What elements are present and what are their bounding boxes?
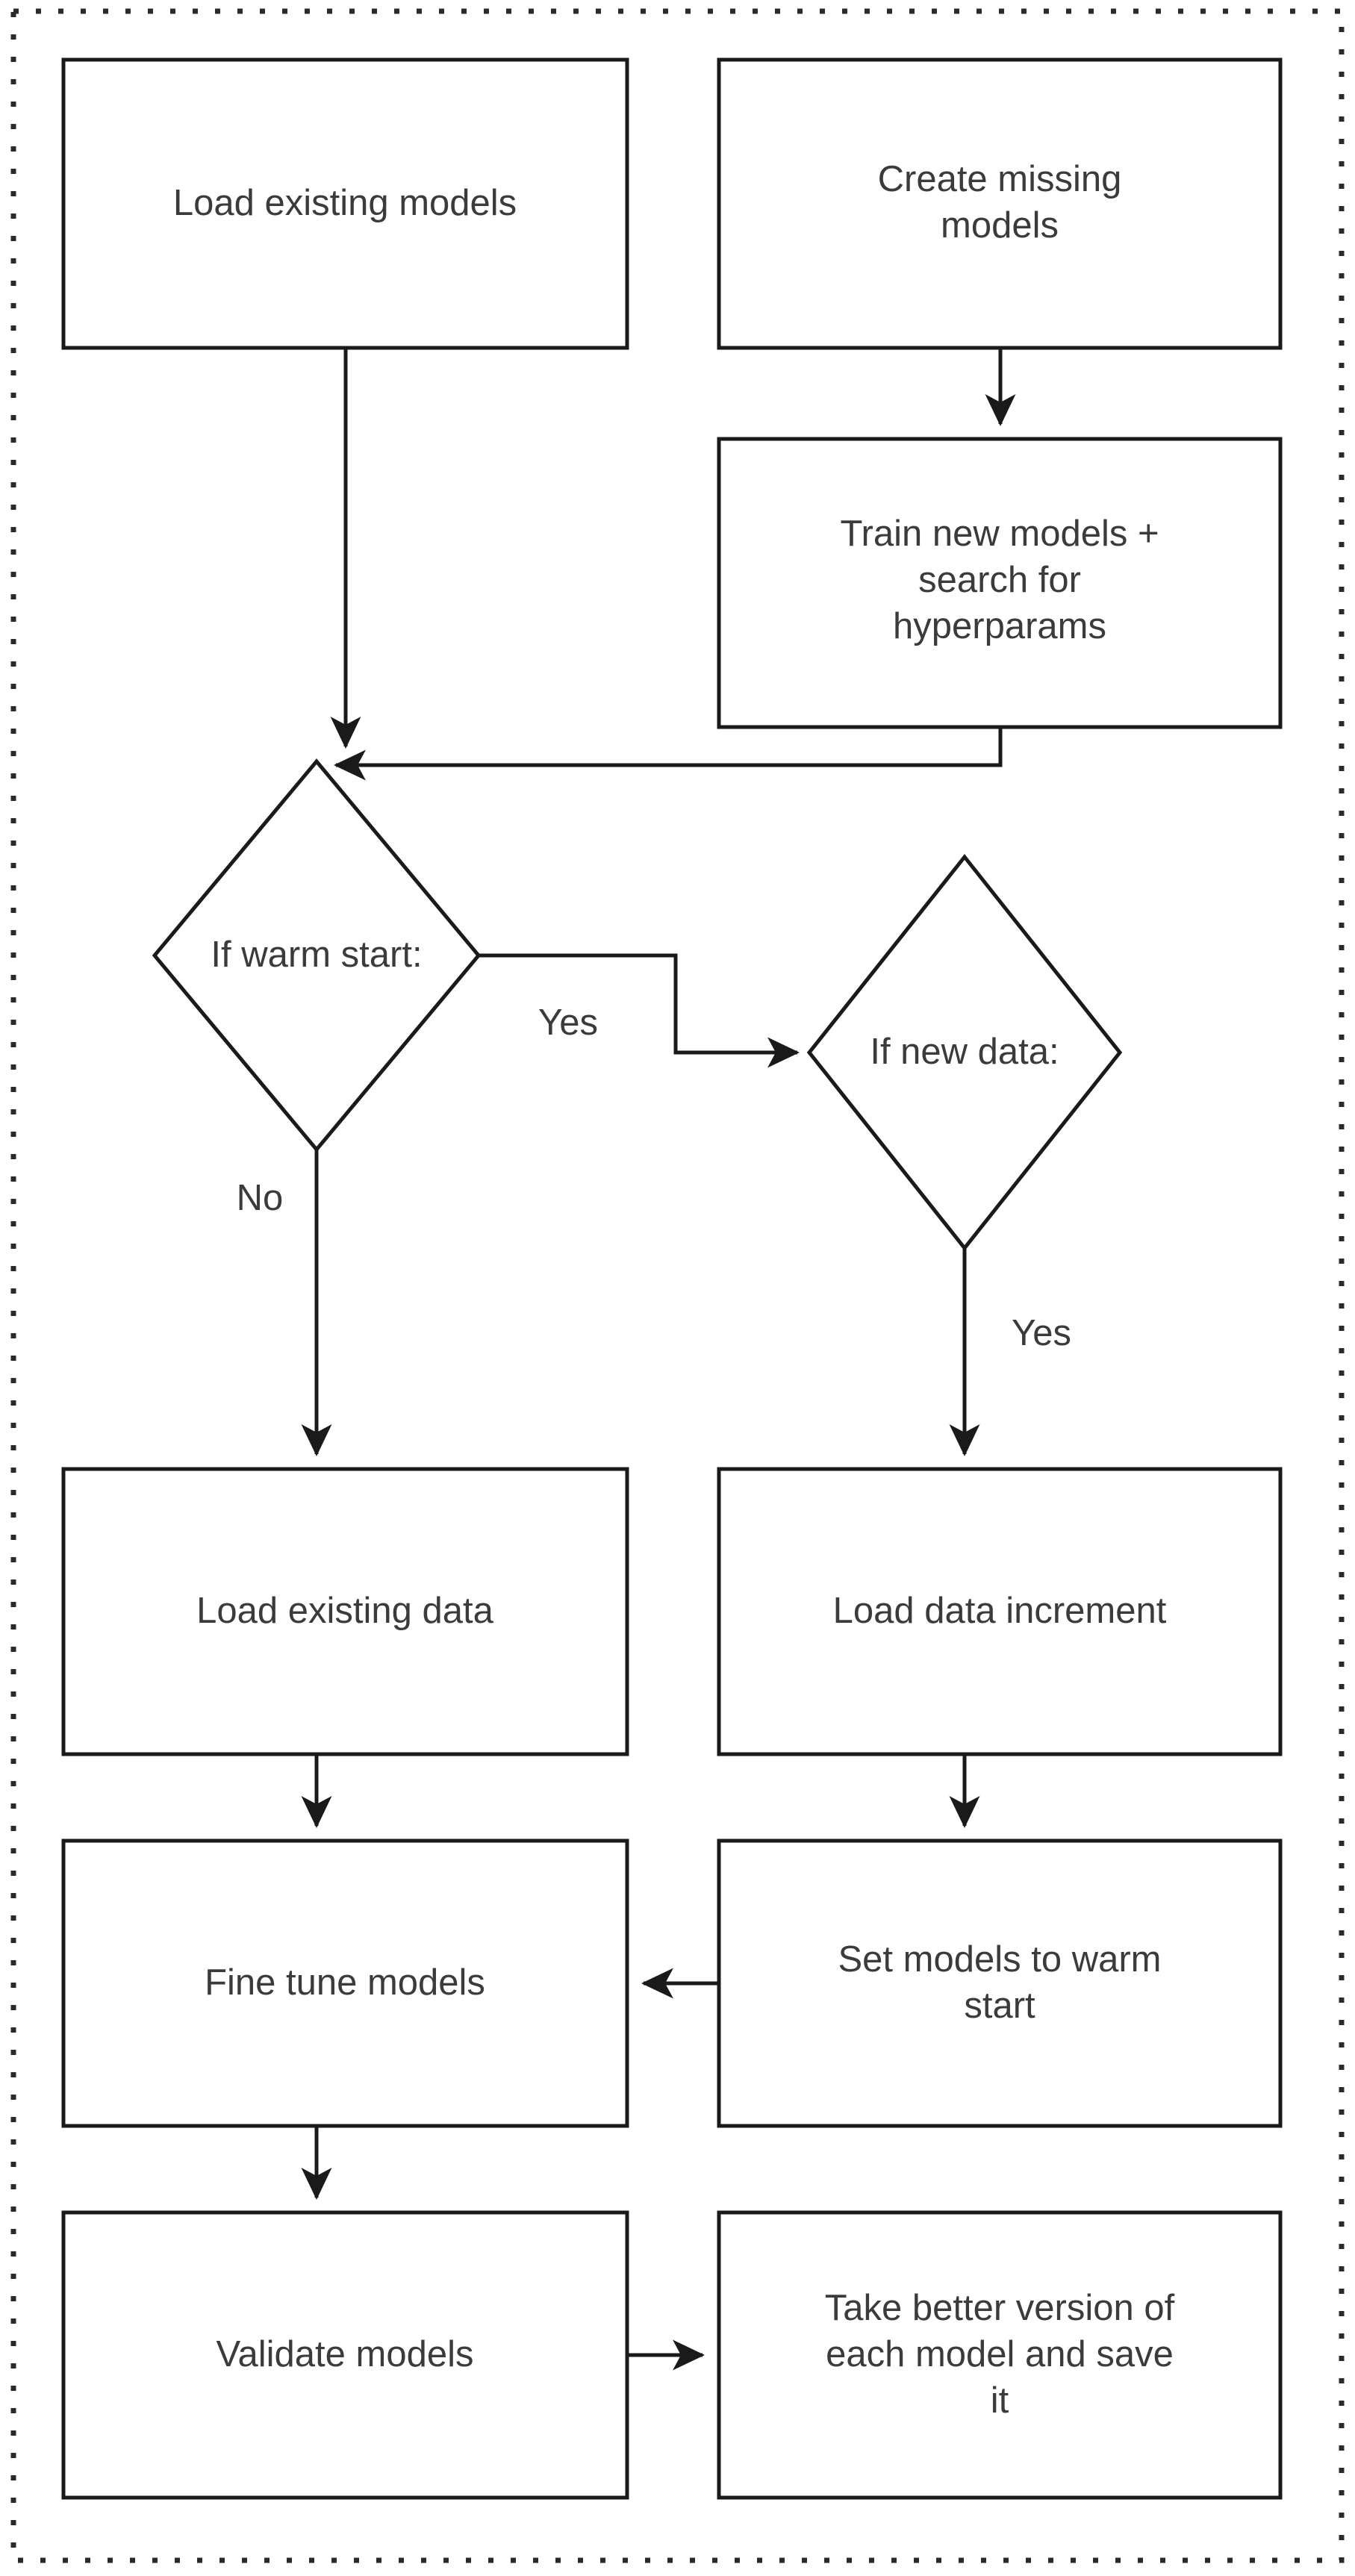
node-if-warm-start[interactable]: If warm start: (152, 758, 482, 1153)
node-label-train-new-models-line3: hyperparams (893, 606, 1106, 646)
node-create-missing-models[interactable]: Create missing models (717, 57, 1283, 350)
node-label-train-new-models-line1: Train new models + (840, 514, 1159, 554)
node-label-set-models-warm-start-line1: Set models to warm (838, 1939, 1162, 1980)
node-load-data-increment[interactable]: Load data increment (717, 1467, 1283, 1756)
node-label-take-better-version-line3: it (991, 2380, 1009, 2421)
node-load-existing-data[interactable]: Load existing data (61, 1467, 629, 1756)
node-label-set-models-warm-start-line2: start (964, 1986, 1035, 2026)
node-validate-models[interactable]: Validate models (61, 2210, 629, 2500)
node-train-new-models[interactable]: Train new models + search for hyperparam… (717, 437, 1283, 729)
edge-warm-start-yes-to-new-data (479, 953, 800, 1068)
node-label-train-new-models-line2: search for (918, 560, 1081, 600)
edge-label-warm-start-no: No (237, 1178, 284, 1218)
node-label-take-better-version-line1: Take better version of (825, 2288, 1175, 2328)
node-if-new-data[interactable]: If new data: (806, 853, 1123, 1252)
node-label-create-missing-models-line2: models (941, 205, 1059, 246)
node-fine-tune-models[interactable]: Fine tune models (61, 1839, 629, 2128)
node-take-better-version[interactable]: Take better version of each model and sa… (717, 2210, 1283, 2500)
node-label-if-warm-start: If warm start: (211, 935, 422, 975)
node-label-create-missing-models-line1: Create missing (878, 159, 1122, 199)
dotted-frame-border (10, 8, 1345, 2563)
node-label-load-existing-models: Load existing models (173, 183, 517, 223)
edge-label-new-data-yes: Yes (1012, 1313, 1071, 1353)
node-label-if-new-data: If new data: (870, 1032, 1059, 1072)
node-label-take-better-version-line2: each model and save (826, 2334, 1174, 2374)
node-label-load-existing-data: Load existing data (196, 1591, 493, 1631)
edge-train-to-warm-start (334, 727, 1003, 781)
node-label-validate-models: Validate models (216, 2334, 473, 2374)
node-set-models-to-warm-start[interactable]: Set models to warm start (717, 1839, 1283, 2128)
node-label-fine-tune-models: Fine tune models (205, 1962, 485, 2003)
node-label-load-data-increment: Load data increment (833, 1591, 1167, 1631)
edge-label-warm-start-yes: Yes (538, 1002, 598, 1043)
node-load-existing-models[interactable]: Load existing models (61, 57, 629, 350)
